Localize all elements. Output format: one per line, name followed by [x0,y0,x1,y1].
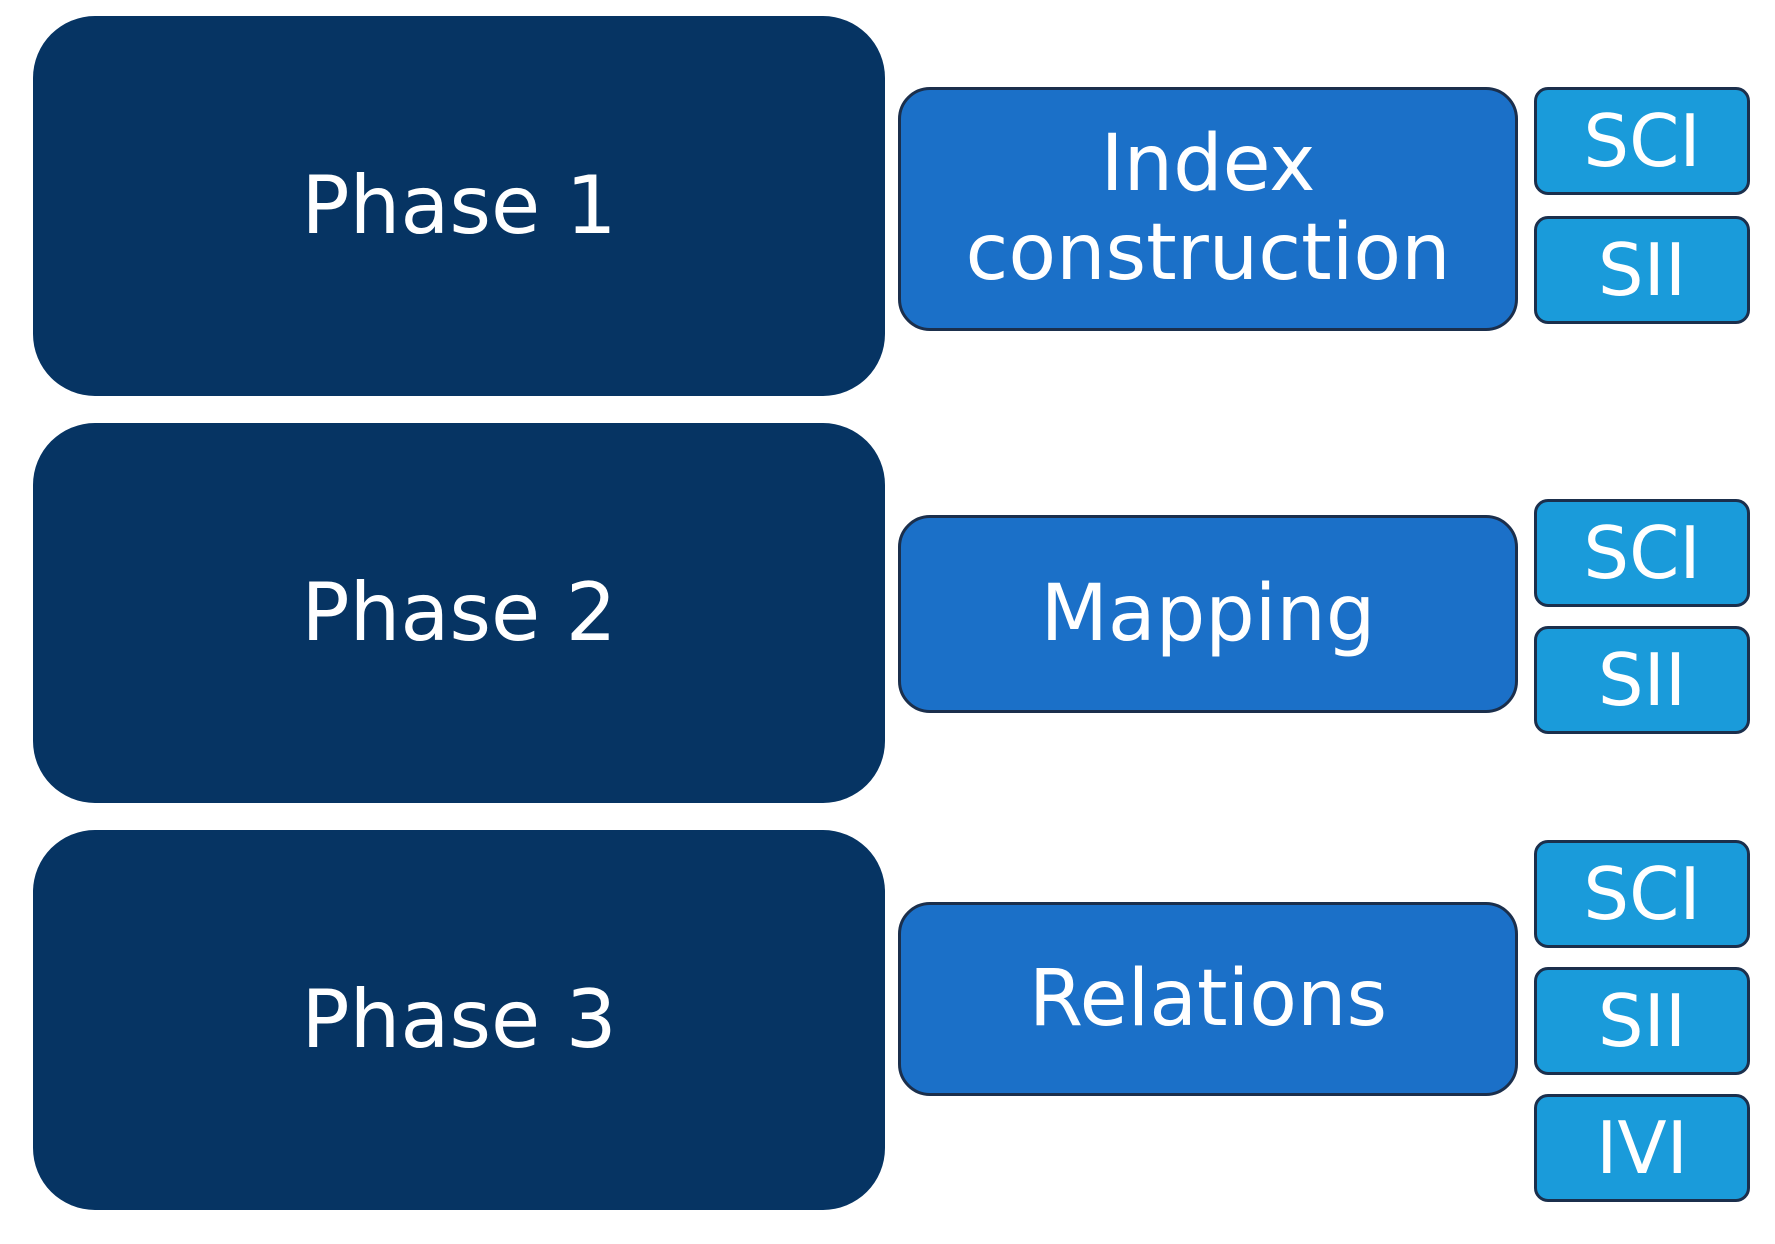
phase-3-task-label: Relations [1028,953,1388,1044]
phase-1-badge-sci: SCI [1534,87,1750,195]
phase-3-badge-sii: SII [1534,967,1750,1075]
phase-3-task-box: Relations [898,902,1518,1096]
phase-3-badge-sii-label: SII [1597,979,1687,1063]
phase-2-badge-sii: SII [1534,626,1750,734]
phase-1-badge-sci-label: SCI [1583,99,1701,183]
phase-1-box: Phase 1 [33,16,885,396]
phase-2-task-label: Mapping [1040,568,1376,659]
phase-1-label: Phase 1 [301,159,617,252]
phase-1-badge-sii-label: SII [1597,228,1687,312]
phase-2-task-box: Mapping [898,515,1518,713]
phase-2-badge-sci: SCI [1534,499,1750,607]
phase-1-badge-sii: SII [1534,216,1750,324]
phase-2-box: Phase 2 [33,423,885,803]
phase-3-badge-sci-label: SCI [1583,852,1701,936]
phase-2-label: Phase 2 [301,566,617,659]
phase-2-badge-sci-label: SCI [1583,511,1701,595]
phase-3-label: Phase 3 [301,973,617,1066]
phase-3-box: Phase 3 [33,830,885,1210]
phase-3-badge-ivi: IVI [1534,1094,1750,1202]
phase-3-badge-sci: SCI [1534,840,1750,948]
phase-3-badge-ivi-label: IVI [1596,1106,1688,1190]
phase-2-badge-sii-label: SII [1597,638,1687,722]
